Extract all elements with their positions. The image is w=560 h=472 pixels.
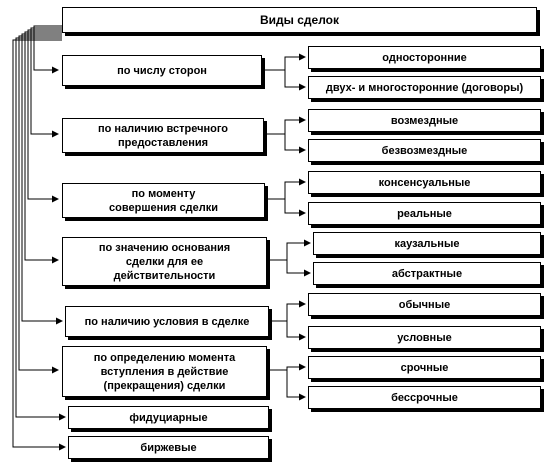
- category-box-effect-moment: по определению момента вступления в дейс…: [62, 346, 267, 397]
- type-box-real: реальные: [308, 202, 541, 225]
- type-box-conditional: условные: [308, 326, 541, 349]
- type-box-ordinary: обычные: [308, 293, 541, 316]
- diagram-title-box: Виды сделок: [62, 7, 537, 33]
- category-box-exchange: биржевые: [68, 436, 269, 459]
- type-box-causal: каузальные: [313, 232, 541, 255]
- category-box-condition: по наличию условия в сделке: [65, 306, 269, 337]
- type-box-indefinite: бессрочные: [308, 386, 541, 409]
- type-box-abstract: абстрактные: [313, 262, 541, 285]
- type-box-unilateral: односторонние: [308, 46, 541, 69]
- type-box-fixed-term: срочные: [308, 356, 541, 379]
- type-box-compensated: возмездные: [308, 109, 541, 132]
- category-box-counter-provision: по наличию встречного предоставления: [62, 118, 264, 153]
- type-box-consensual: консенсуальные: [308, 171, 541, 194]
- category-box-parties: по числу сторон: [62, 55, 262, 86]
- category-box-fiduciary: фидуциарные: [68, 406, 269, 429]
- category-box-moment-of-conclusion: по моменту совершения сделки: [62, 183, 265, 218]
- category-box-basis-significance: по значению основания сделки для ее дейс…: [62, 237, 267, 286]
- type-box-bilateral-multilateral: двух- и многосторонние (договоры): [308, 76, 541, 99]
- type-box-gratuitous: безвозмездные: [308, 139, 541, 162]
